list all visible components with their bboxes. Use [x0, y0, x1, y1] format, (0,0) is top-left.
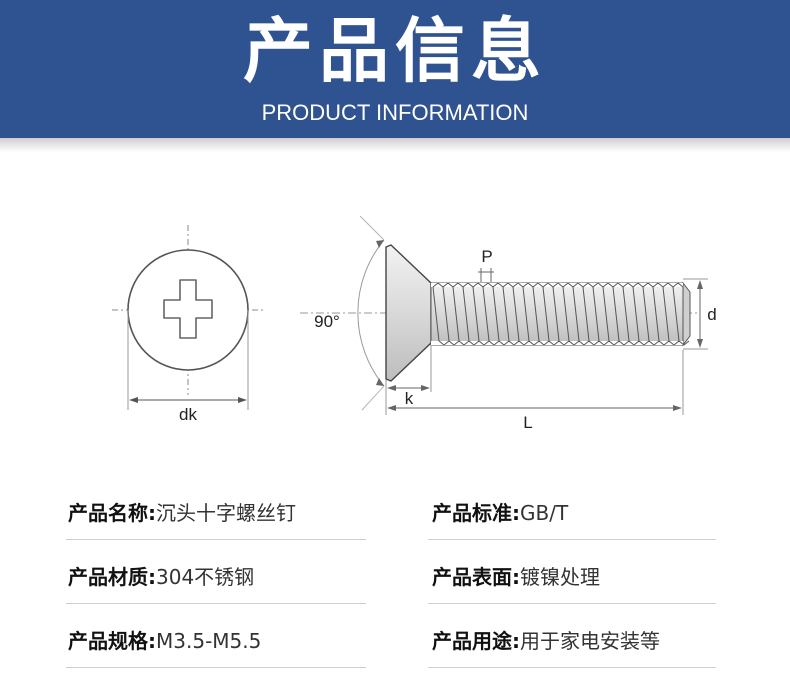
angle-label: 90°: [314, 312, 340, 331]
info-spec: 产品规格:M3.5-M5.5: [68, 627, 261, 655]
info-name-value: 沉头十字螺丝钉: [156, 501, 296, 525]
screw-side-view: [300, 215, 700, 411]
divider: [428, 603, 716, 604]
divider: [66, 539, 366, 540]
info-surface-key: 产品表面:: [432, 565, 520, 589]
info-material-key: 产品材质:: [68, 565, 156, 589]
info-name-key: 产品名称:: [68, 501, 156, 525]
l-dimension: [387, 350, 684, 415]
pitch-dimension: [478, 268, 494, 282]
divider: [428, 539, 716, 540]
info-usage-value: 用于家电安装等: [520, 629, 660, 653]
info-material-value: 304不锈钢: [156, 565, 255, 589]
d-label: d: [707, 305, 716, 324]
page-title: 产品信息: [243, 10, 547, 92]
phillips-cross: [163, 279, 213, 339]
info-standard: 产品标准:GB/T: [432, 499, 568, 527]
screw-diagram: dk P d 90°: [112, 215, 717, 432]
thread-lines: [432, 286, 680, 342]
info-spec-key: 产品规格:: [68, 629, 156, 653]
info-usage: 产品用途:用于家电安装等: [432, 627, 660, 655]
info-surface: 产品表面:镀镍处理: [432, 563, 600, 591]
divider: [428, 667, 716, 668]
pitch-label: P: [481, 247, 492, 266]
header-banner: [0, 0, 790, 138]
info-standard-key: 产品标准:: [432, 501, 520, 525]
l-label: L: [523, 413, 532, 432]
dk-dimension: [127, 310, 249, 410]
screw-head-top-view: [112, 225, 264, 395]
info-usage-key: 产品用途:: [432, 629, 520, 653]
info-surface-value: 镀镍处理: [520, 565, 600, 589]
divider: [66, 667, 366, 668]
k-dimension: [385, 345, 432, 415]
dk-label: dk: [179, 405, 197, 424]
info-material: 产品材质:304不锈钢: [68, 563, 254, 591]
header-shadow: [0, 138, 790, 152]
info-name: 产品名称:沉头十字螺丝钉: [68, 499, 296, 527]
k-label: k: [405, 389, 414, 408]
info-standard-value: GB/T: [520, 501, 569, 525]
d-dimension: [683, 278, 708, 350]
page-subtitle: PRODUCT INFORMATION: [261, 100, 529, 125]
info-spec-value: M3.5-M5.5: [156, 629, 262, 653]
divider: [66, 603, 366, 604]
thread-teeth: [432, 282, 690, 346]
